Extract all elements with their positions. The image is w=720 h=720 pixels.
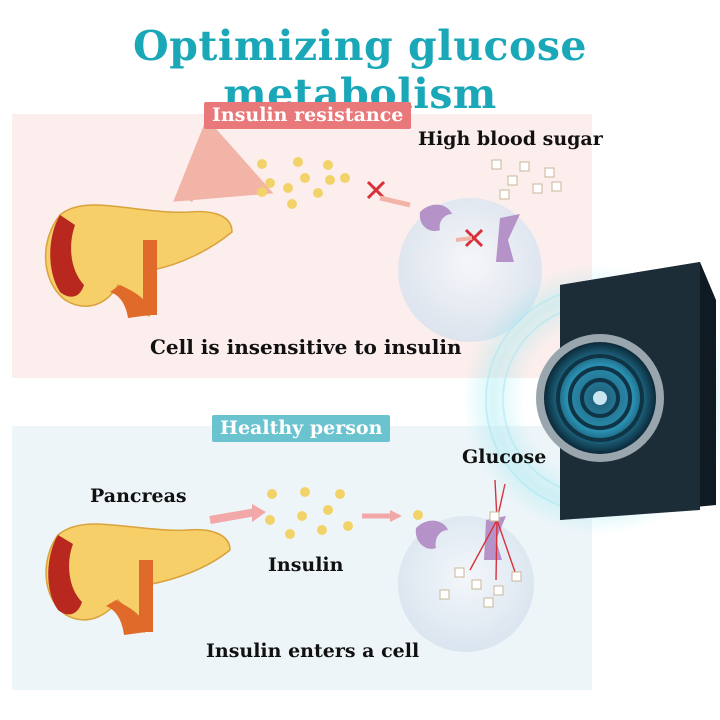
insulin-resistance-badge: Insulin resistance	[204, 102, 412, 129]
pancreas-icon-bottom	[45, 523, 231, 635]
receptor-channel-bottom	[484, 516, 506, 560]
insulin-dots-top	[257, 157, 350, 209]
page-title: Optimizing glucose metabolism	[133, 22, 587, 118]
insulin-dot-bound	[413, 510, 423, 520]
cell-sphere-bottom	[398, 516, 534, 652]
arrow-blocked-top	[379, 195, 411, 208]
arrow-pancreas-to-insulin-bottom	[209, 508, 257, 524]
sugar-cubes-top	[491, 159, 562, 200]
high-blood-sugar-label: High blood sugar	[418, 128, 603, 150]
block-x-icon-1	[366, 180, 386, 200]
insulin-dots-bottom	[265, 487, 353, 539]
insulin-enters-caption: Insulin enters a cell	[206, 640, 420, 662]
receptor-channel-top	[496, 214, 520, 262]
sugar-cubes-bottom	[439, 511, 522, 608]
insulin-label: Insulin	[268, 554, 344, 576]
arrow-pancreas-to-insulin-top	[173, 118, 274, 203]
pancreas-icon-top	[44, 204, 233, 318]
block-x-icon-2	[464, 228, 484, 248]
glucose-label: Glucose	[462, 446, 547, 468]
receptor-icon-top	[419, 204, 452, 232]
cell-insensitive-caption: Cell is insensitive to insulin	[150, 335, 462, 359]
device-speaker-icon	[463, 262, 720, 535]
healthy-person-badge: Healthy person	[212, 415, 391, 442]
receptor-icon-bottom	[415, 520, 448, 549]
pancreas-label: Pancreas	[90, 485, 187, 507]
